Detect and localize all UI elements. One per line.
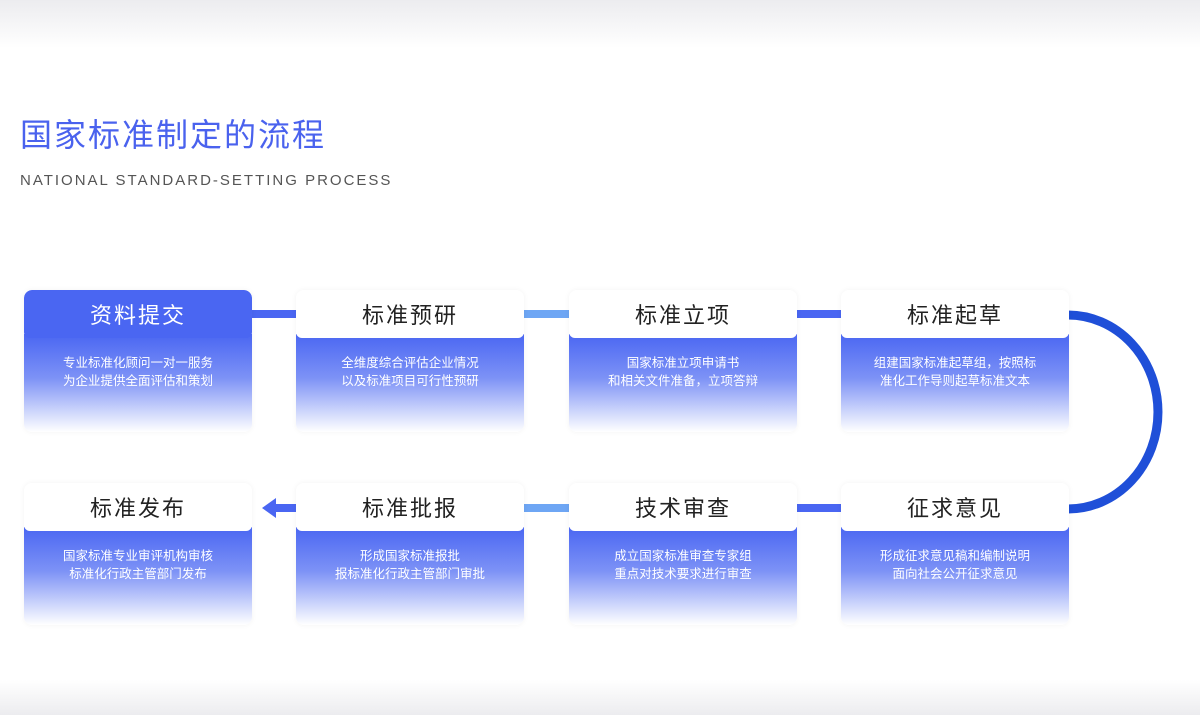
step-title: 标准批报 bbox=[296, 483, 524, 531]
step-card: 标准发布国家标准专业审评机构审核标准化行政主管部门发布 bbox=[24, 483, 252, 625]
bottom-band bbox=[0, 680, 1200, 715]
step-desc: 为企业提供全面评估和策划 bbox=[62, 373, 213, 388]
step-card: 标准起草组建国家标准起草组，按照标准化工作导则起草标准文本 bbox=[841, 290, 1069, 432]
page-subtitle: NATIONAL STANDARD-SETTING PROCESS bbox=[20, 172, 393, 189]
step-title: 标准发布 bbox=[24, 483, 252, 531]
step-desc: 专业标准化顾问一对一服务 bbox=[62, 355, 213, 370]
connector bbox=[796, 504, 841, 512]
step-desc: 成立国家标准审查专家组 bbox=[614, 548, 752, 563]
step-desc: 准化工作导则起草标准文本 bbox=[879, 373, 1030, 388]
step-title: 标准起草 bbox=[841, 290, 1069, 338]
step-desc: 国家标准立项申请书 bbox=[626, 355, 740, 370]
step-desc: 全维度综合评估企业情况 bbox=[341, 355, 479, 370]
step-card: 标准预研全维度综合评估企业情况以及标准项目可行性预研 bbox=[296, 290, 524, 432]
step-desc: 报标准化行政主管部门审批 bbox=[334, 566, 485, 581]
step-desc: 以及标准项目可行性预研 bbox=[341, 373, 479, 388]
step-desc: 形成国家标准报批 bbox=[359, 548, 460, 563]
top-band bbox=[0, 0, 1200, 48]
step-desc: 形成征求意见稿和编制说明 bbox=[879, 548, 1030, 563]
connector bbox=[251, 310, 296, 318]
step-title: 标准预研 bbox=[296, 290, 524, 338]
step-desc: 国家标准专业审评机构审核 bbox=[62, 548, 213, 563]
connector bbox=[523, 310, 569, 318]
step-title: 资料提交 bbox=[24, 290, 252, 338]
connector bbox=[796, 310, 841, 318]
step-desc: 组建国家标准起草组，按照标 bbox=[873, 355, 1037, 370]
step-desc: 标准化行政主管部门发布 bbox=[69, 566, 207, 581]
connector bbox=[523, 504, 569, 512]
connector-arc bbox=[1067, 310, 1163, 514]
step-desc: 面向社会公开征求意见 bbox=[892, 566, 1018, 581]
arrow-left-icon bbox=[262, 498, 296, 518]
step-card: 征求意见形成征求意见稿和编制说明面向社会公开征求意见 bbox=[841, 483, 1069, 625]
step-title: 征求意见 bbox=[841, 483, 1069, 531]
step-card: 技术审查成立国家标准审查专家组重点对技术要求进行审查 bbox=[569, 483, 797, 625]
step-title: 技术审查 bbox=[569, 483, 797, 531]
step-card: 资料提交专业标准化顾问一对一服务为企业提供全面评估和策划 bbox=[24, 290, 252, 432]
step-title: 标准立项 bbox=[569, 290, 797, 338]
step-desc: 重点对技术要求进行审查 bbox=[614, 566, 752, 581]
step-card: 标准批报形成国家标准报批报标准化行政主管部门审批 bbox=[296, 483, 524, 625]
page-title: 国家标准制定的流程 bbox=[20, 116, 327, 154]
step-card: 标准立项国家标准立项申请书和相关文件准备，立项答辩 bbox=[569, 290, 797, 432]
step-desc: 和相关文件准备，立项答辩 bbox=[607, 373, 758, 388]
